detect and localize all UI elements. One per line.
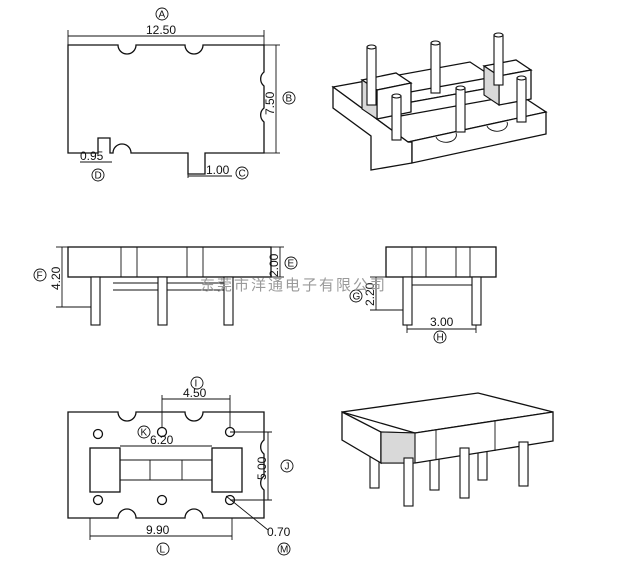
dim-pin-slot: 1.00 — [206, 163, 230, 177]
dim-flange-height: 2.00 — [267, 253, 281, 277]
callout-k: K — [141, 428, 148, 439]
callout-g: G — [353, 292, 361, 303]
top-view-outline — [67, 44, 265, 175]
front-view: 4.20 F 2.00 E — [33, 246, 298, 326]
callout-l: L — [160, 545, 166, 556]
top-view: 12.50 A 7.50 B 0.95 D 1.00 C — [67, 7, 296, 182]
bottom-view: 4.50 I 6.20 K 5.00 J 9.90 L 0.70 M — [67, 376, 294, 556]
callout-a: A — [159, 10, 166, 21]
end-view: 2.20 G 3.00 H — [349, 246, 497, 344]
dim-side-height: 4.20 — [49, 266, 63, 290]
isometric-view-bottom — [341, 392, 554, 507]
dim-hole-spacing-top: 4.50 — [183, 386, 207, 400]
callout-i: I — [195, 379, 198, 390]
isometric-view-top — [331, 32, 548, 171]
callout-c: C — [239, 169, 246, 180]
dim-pin-diameter: 0.70 — [267, 525, 291, 539]
dim-pin-spacing-end: 3.00 — [430, 315, 454, 329]
dim-width-overall: 12.50 — [146, 23, 176, 37]
dim-end-height: 2.20 — [363, 282, 377, 306]
callout-f: F — [37, 271, 43, 282]
callout-h: H — [437, 333, 444, 344]
watermark: 东莞市洋通电子有限公司 — [200, 276, 387, 294]
callout-j: J — [285, 462, 290, 473]
dim-hole-spacing-side: 5.00 — [255, 456, 269, 480]
dim-pin-span: 9.90 — [146, 523, 170, 537]
dim-notch-offset: 0.95 — [80, 149, 104, 163]
dim-inner-width: 6.20 — [150, 433, 174, 447]
callout-b: B — [286, 94, 293, 105]
dim-height-overall: 7.50 — [263, 91, 277, 115]
callout-e: E — [288, 259, 295, 270]
callout-d: D — [95, 171, 102, 182]
callout-m: M — [280, 545, 288, 556]
